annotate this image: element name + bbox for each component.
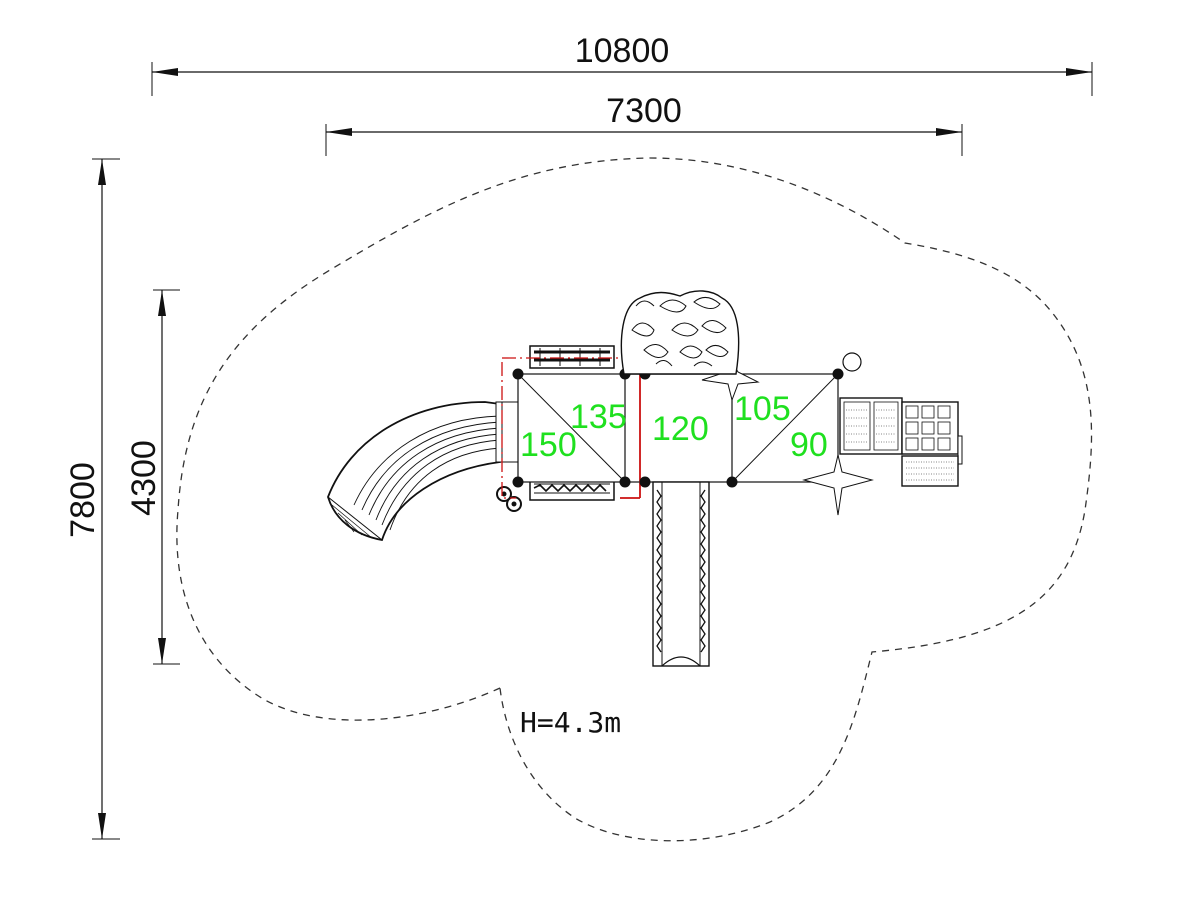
- dimension-structure-depth: 4300: [125, 289, 180, 665]
- curved-slide: [327, 401, 519, 542]
- platform-height-135: 135: [570, 398, 627, 436]
- climbing-rock-icon: [631, 297, 729, 367]
- lower-step: [901, 455, 959, 487]
- post-dot-icon: [639, 476, 651, 488]
- rock-climber: [620, 290, 740, 375]
- highlighted-module: [501, 357, 641, 499]
- grid-panel: [901, 401, 963, 465]
- safety-zone-outline: [176, 157, 1093, 842]
- wheel-assembly: [496, 486, 522, 512]
- top-climbing-panel: [529, 345, 615, 369]
- overall-width-label: 10800: [575, 32, 670, 70]
- height-note: H=4.3m: [520, 706, 621, 739]
- arrowhead-icon: [158, 638, 166, 664]
- post-dot-icon: [832, 368, 844, 380]
- arrowhead-icon: [936, 128, 962, 136]
- platform-height-150: 150: [520, 426, 577, 464]
- arrowhead-icon: [1066, 68, 1092, 76]
- dimension-structure-width: 7300: [325, 92, 963, 156]
- platform-deck: [517, 373, 839, 483]
- post-dot-icon: [512, 368, 524, 380]
- arrowhead-icon: [98, 159, 106, 185]
- arrowhead-icon: [98, 813, 106, 839]
- arrowhead-icon: [152, 68, 178, 76]
- tube-tunnel: [652, 481, 710, 667]
- post-dot-icon: [619, 476, 631, 488]
- post-dot-icon: [512, 476, 524, 488]
- arrowhead-icon: [158, 290, 166, 316]
- platform-height-105: 105: [734, 390, 791, 428]
- post-dot-icon: [726, 476, 738, 488]
- platform-height-120: 120: [652, 410, 709, 448]
- arrowhead-icon: [326, 128, 352, 136]
- overall-depth-label: 7800: [64, 462, 102, 538]
- structure-depth-label: 4300: [125, 440, 163, 516]
- dimension-overall-depth: 7800: [64, 158, 120, 840]
- step-platform: [839, 397, 903, 455]
- platform-height-90: 90: [790, 426, 828, 464]
- structure-width-label: 7300: [606, 92, 682, 130]
- round-post-cap: [842, 352, 862, 372]
- dimension-overall-width: 10800: [151, 32, 1093, 96]
